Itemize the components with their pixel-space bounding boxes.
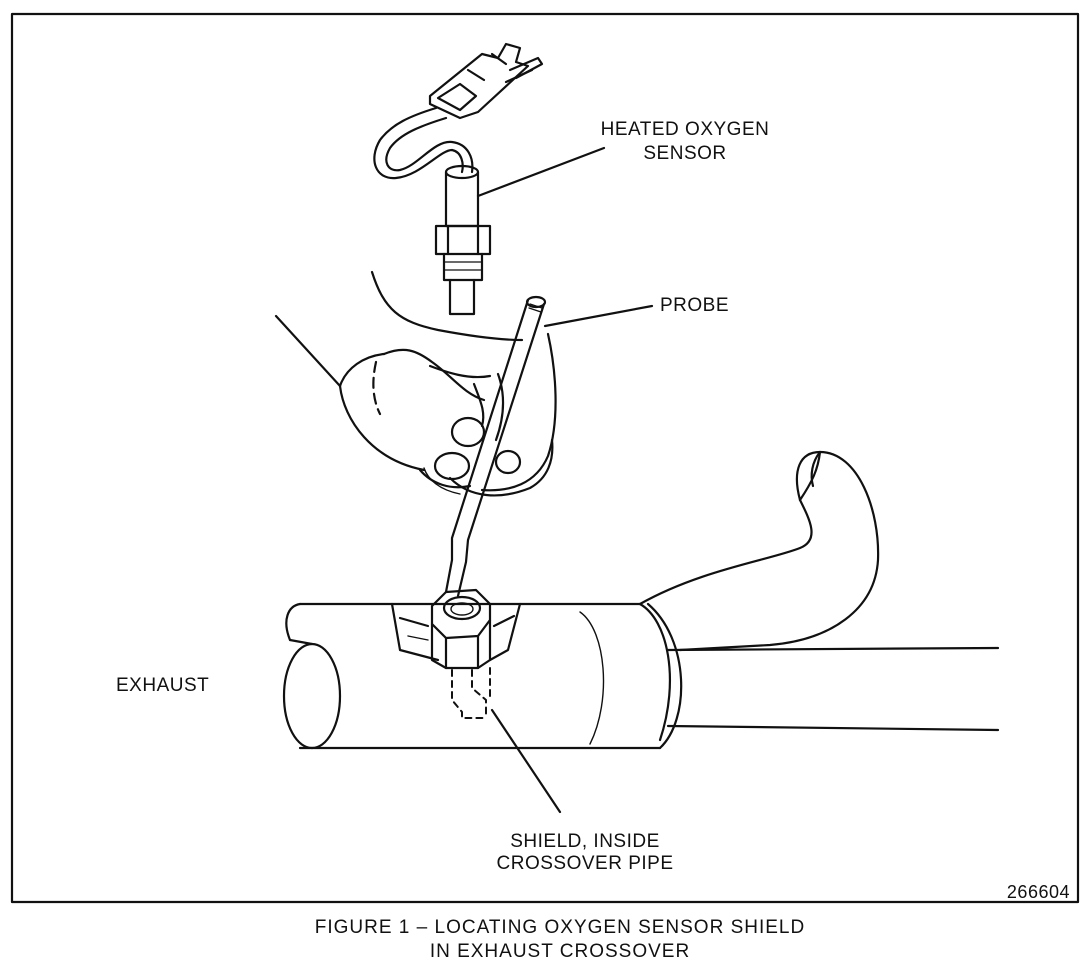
figure-caption-line2: IN EXHAUST CROSSOVER <box>429 941 691 962</box>
shield-leader-line <box>490 708 562 814</box>
hex-nut <box>430 588 492 670</box>
crossover-pipe <box>282 602 1000 750</box>
sensor-label-line1: HEATED OXYGEN <box>600 119 770 140</box>
figure-border <box>10 12 1080 904</box>
probe-label: PROBE <box>660 295 730 316</box>
exhaust-label: EXHAUST <box>116 675 210 696</box>
sensor-leader-line <box>476 146 606 198</box>
shield-label-line2: CROSSOVER PIPE <box>496 853 674 874</box>
finger-nail-2 <box>433 451 471 481</box>
sensor-boss <box>390 602 522 662</box>
probe-tool <box>444 295 547 598</box>
figure-number: 266604 <box>1006 882 1070 902</box>
shield-hidden-outline <box>451 667 491 719</box>
hand <box>274 270 557 497</box>
shield-label-line1: SHIELD, INSIDE <box>510 831 660 852</box>
oxygen-sensor <box>373 42 544 316</box>
sensor-label-line2: SENSOR <box>643 143 727 164</box>
figure-caption-line1: FIGURE 1 – LOCATING OXYGEN SENSOR SHIELD <box>314 917 806 938</box>
finger-nail-3 <box>494 449 522 475</box>
pipe-open-end <box>282 642 342 750</box>
finger-nail-1 <box>450 416 486 448</box>
probe-leader-line <box>543 304 654 328</box>
exhaust-outlet-pipe <box>638 450 880 652</box>
